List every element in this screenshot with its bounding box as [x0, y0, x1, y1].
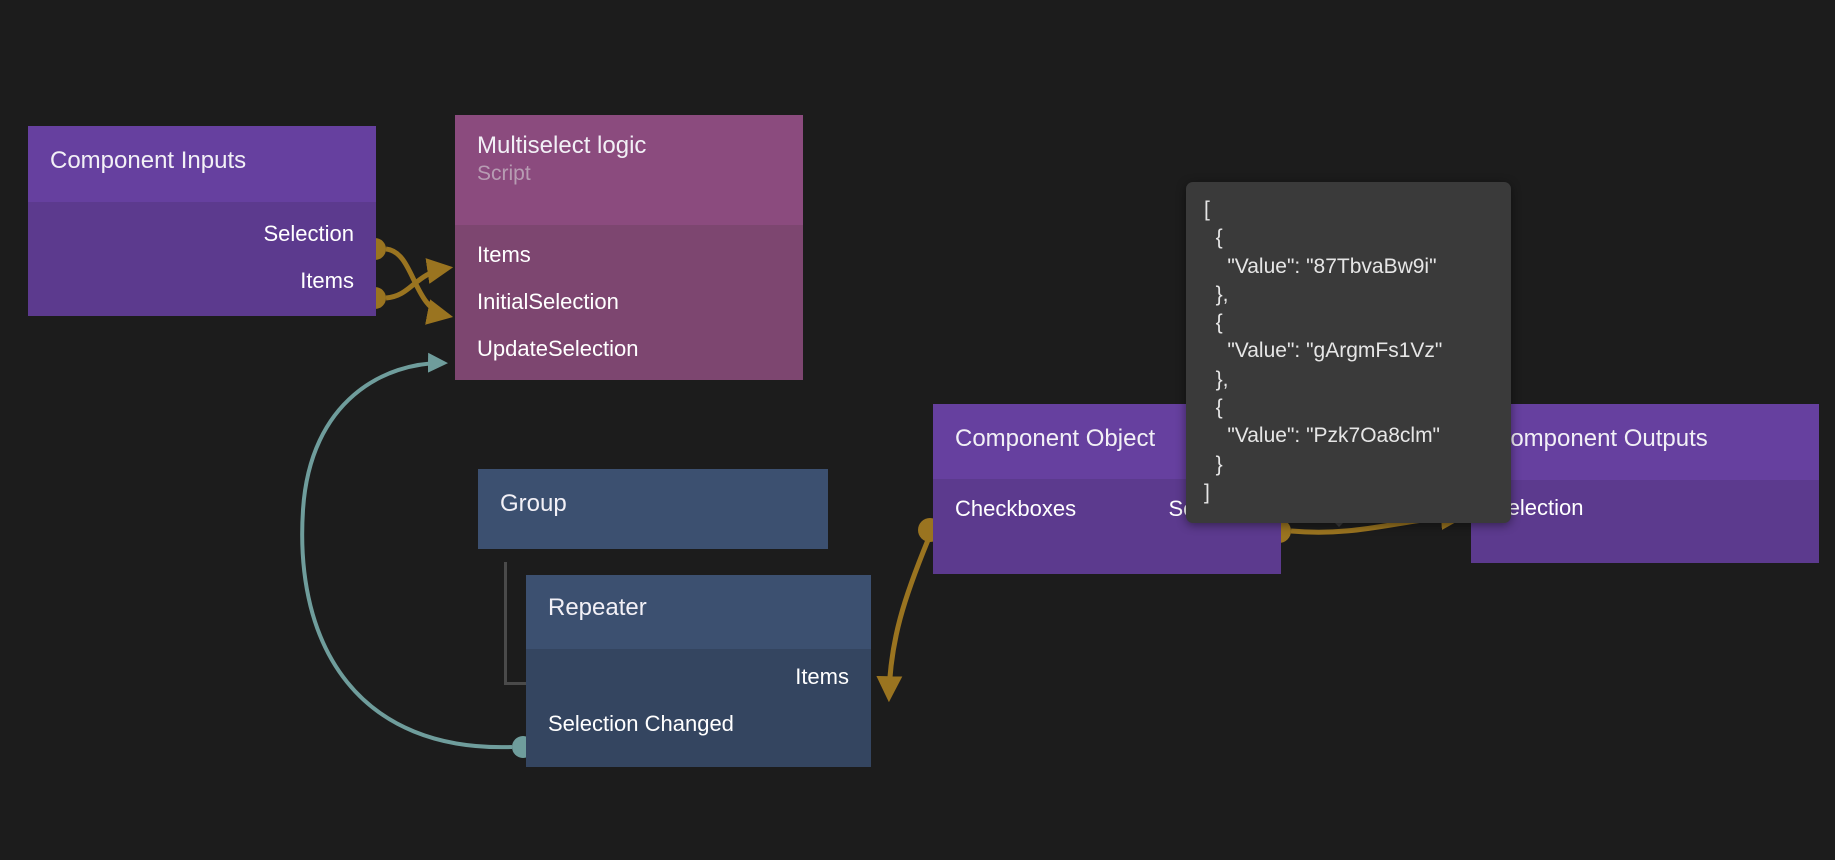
port-label: InitialSelection	[477, 288, 619, 314]
port-label: Selection Changed	[548, 710, 734, 736]
node-header[interactable]: Group	[478, 469, 828, 549]
wire-items-to-items	[364, 258, 454, 309]
node-multiselect-logic[interactable]: Multiselect logic Script Items InitialSe…	[455, 115, 803, 380]
port-label: Items	[795, 663, 849, 689]
node-body: Selection	[1471, 480, 1819, 563]
wire-selection-to-initialselection	[364, 238, 454, 325]
tooltip-json-text: [ { "Value": "87TbvaBw9i" }, { "Value": …	[1204, 198, 1443, 504]
node-header[interactable]: Component Inputs	[28, 126, 376, 202]
node-body: Items InitialSelection UpdateSelection	[455, 225, 803, 380]
value-preview-tooltip: [ { "Value": "87TbvaBw9i" }, { "Value": …	[1186, 182, 1511, 524]
port-row-items[interactable]: Items	[455, 231, 803, 278]
node-body: Items Selection Changed	[526, 649, 871, 767]
node-component-outputs[interactable]: Component Outputs Selection	[1471, 404, 1819, 563]
port-row-selection[interactable]: Selection	[1471, 484, 1819, 531]
node-title: Repeater	[548, 594, 647, 621]
node-subtitle: Script	[477, 162, 531, 185]
port-row-initialselection[interactable]: InitialSelection	[455, 278, 803, 325]
wire-selectionchanged-to-updateselection	[300, 352, 534, 758]
port-label-checkboxes: Checkboxes	[955, 495, 1077, 521]
port-row-items[interactable]: Items	[526, 653, 871, 700]
node-title: Component Outputs	[1493, 425, 1708, 452]
port-label: Selection	[263, 220, 354, 246]
port-row-updateselection[interactable]: UpdateSelection	[455, 325, 803, 372]
port-label: UpdateSelection	[477, 335, 639, 361]
node-repeater[interactable]: Repeater Items Selection Changed	[526, 575, 871, 767]
node-component-inputs[interactable]: Component Inputs Selection Items	[28, 126, 376, 316]
node-title: Group	[500, 490, 567, 517]
node-title: Component Inputs	[50, 147, 247, 174]
node-header[interactable]: Multiselect logic Script	[455, 115, 803, 225]
node-group[interactable]: Group	[478, 469, 828, 549]
port-row-selection[interactable]: Selection	[28, 210, 376, 257]
node-header[interactable]: Repeater	[526, 575, 871, 649]
node-body: Selection Items	[28, 202, 376, 316]
port-row-selection-changed[interactable]: Selection Changed	[526, 700, 871, 747]
port-label: Items	[477, 241, 531, 267]
node-header[interactable]: Component Outputs	[1471, 404, 1819, 480]
node-title: Multiselect logic	[477, 132, 647, 159]
node-title: Component Object	[955, 425, 1156, 452]
port-label: Items	[300, 267, 354, 293]
port-row-items[interactable]: Items	[28, 257, 376, 304]
